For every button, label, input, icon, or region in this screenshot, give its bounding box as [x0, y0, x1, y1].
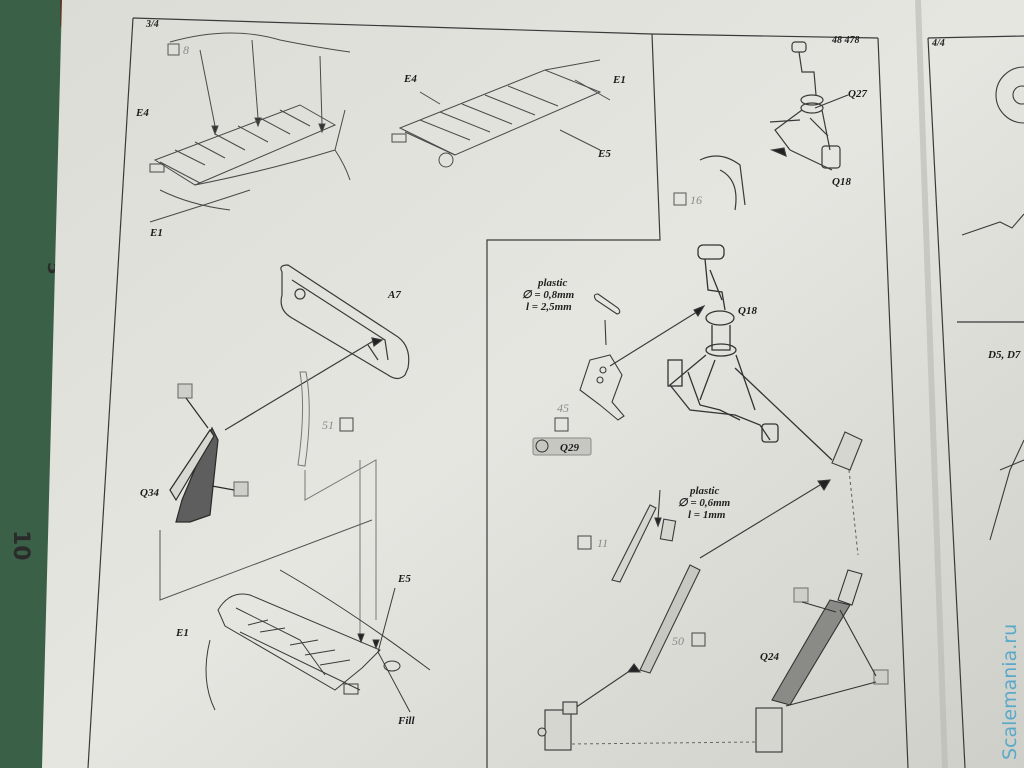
step-16-checkbox[interactable]: [673, 192, 687, 206]
plastic-note-2-title: plastic: [689, 485, 719, 497]
step-11-number: 11: [597, 536, 608, 550]
part-label-e4-b: E4: [403, 73, 417, 85]
page-number-left: 3/4: [145, 19, 159, 30]
plastic-note-1-title: plastic: [537, 277, 567, 289]
part-label-e1-c: E1: [175, 627, 189, 639]
plastic-note-1: plastic ∅ = 0,8mm l = 2,5mm: [522, 277, 575, 313]
page-4-drawings: [961, 66, 1024, 541]
strut-q24: [755, 569, 889, 753]
page-4-frame: [927, 35, 1024, 768]
step-8-number: 8: [183, 43, 189, 57]
part-label-q18-b: Q18: [738, 305, 757, 317]
plastic-note-2-length: l = 1mm: [688, 509, 726, 521]
step-11-checkbox[interactable]: [577, 535, 592, 550]
plastic-note-2-diameter: ∅ = 0,6mm: [678, 497, 731, 509]
page-number-right: 4/4: [931, 38, 945, 49]
mount-block-left: [537, 701, 578, 751]
wheel-well-drawing-a: [149, 32, 351, 223]
gear-leg-q34: [159, 383, 373, 601]
part-label-q29: Q29: [560, 442, 579, 454]
plastic-note-1-length: l = 2,5mm: [526, 301, 572, 313]
gear-bay-drawing-b: [391, 59, 611, 168]
door-strip-51: [297, 371, 377, 640]
registered-icon: [535, 439, 549, 453]
part-label-e1-a: E1: [149, 227, 163, 239]
plastic-rod-part: [579, 293, 706, 421]
part-label-d5-d7: D5, D7: [987, 349, 1021, 361]
step-45-checkbox[interactable]: [554, 417, 569, 432]
part-label-e1-b: E1: [612, 74, 626, 86]
plastic-note-2: plastic ∅ = 0,6mm l = 1mm: [678, 485, 731, 521]
step-51-checkbox[interactable]: [339, 417, 354, 432]
step-8-checkbox[interactable]: [167, 43, 180, 56]
part-label-q27: Q27: [848, 88, 867, 100]
step-50-number: 50: [672, 634, 684, 648]
part-label-fill: Fill: [397, 715, 415, 727]
plastic-note-1-diameter: ∅ = 0,8mm: [522, 289, 575, 301]
paper-sheet: [42, 0, 1024, 768]
landing-gear-strut-q18: [667, 244, 833, 461]
part-label-a7: A7: [387, 289, 401, 301]
part-label-e5-b: E5: [597, 148, 611, 160]
kit-number: 48 478: [831, 35, 860, 46]
part-label-q18-a: Q18: [832, 176, 851, 188]
part-label-e4-a: E4: [135, 107, 149, 119]
part-label-e5-c: E5: [397, 573, 411, 585]
q29-badge: [532, 437, 592, 456]
step-51-number: 51: [322, 418, 334, 432]
part-label-q34: Q34: [140, 487, 159, 499]
watermark: Scalemania.ru: [999, 624, 1021, 760]
landing-gear-strut-a: [699, 41, 849, 211]
strut-pieces: [571, 431, 863, 711]
step-50-checkbox[interactable]: [691, 632, 706, 647]
gear-bay-drawing-c: [205, 569, 431, 713]
step-16-number: 16: [690, 193, 702, 207]
gear-door-a7: [224, 264, 410, 431]
part-label-q24: Q24: [760, 651, 779, 663]
ruler-mark-10: 10: [8, 530, 33, 561]
step-45-number: 45: [557, 401, 569, 415]
page-3-frame: [87, 17, 909, 768]
